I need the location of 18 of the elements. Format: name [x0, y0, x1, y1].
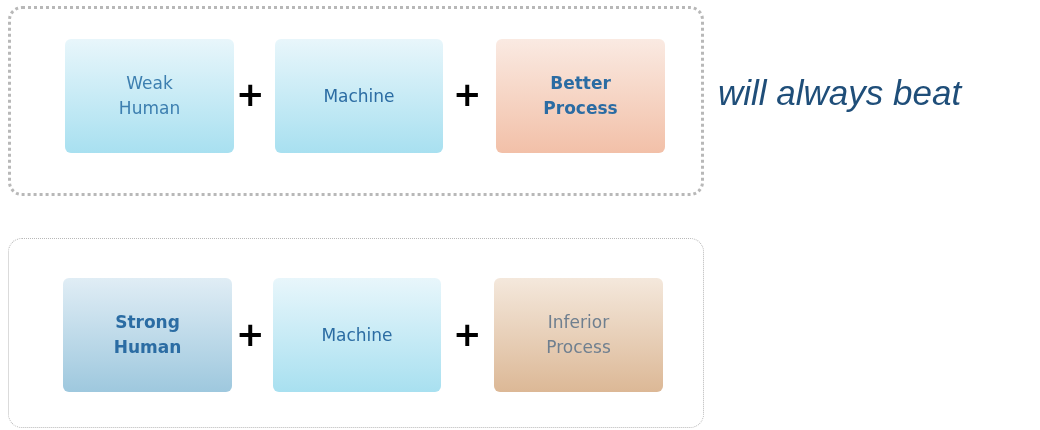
- process-box: [494, 278, 663, 392]
- plus-sign: +: [236, 74, 265, 115]
- box-label: Machine: [322, 84, 396, 108]
- group-panel: [8, 6, 704, 196]
- process-box: [273, 278, 441, 392]
- box-label: Inferior Process: [545, 311, 612, 359]
- plus-sign: +: [236, 314, 265, 355]
- plus-sign: +: [453, 74, 482, 115]
- process-box: [496, 39, 665, 153]
- process-box: [65, 39, 234, 153]
- box-label: Strong Human: [112, 311, 183, 359]
- process-box: [63, 278, 232, 392]
- box-label: Weak Human: [117, 72, 182, 120]
- process-box: [275, 39, 443, 153]
- comparison-text: will always beat: [718, 72, 962, 114]
- plus-sign: +: [453, 314, 482, 355]
- box-label: Better Process: [542, 72, 619, 120]
- box-label: Machine: [320, 323, 394, 347]
